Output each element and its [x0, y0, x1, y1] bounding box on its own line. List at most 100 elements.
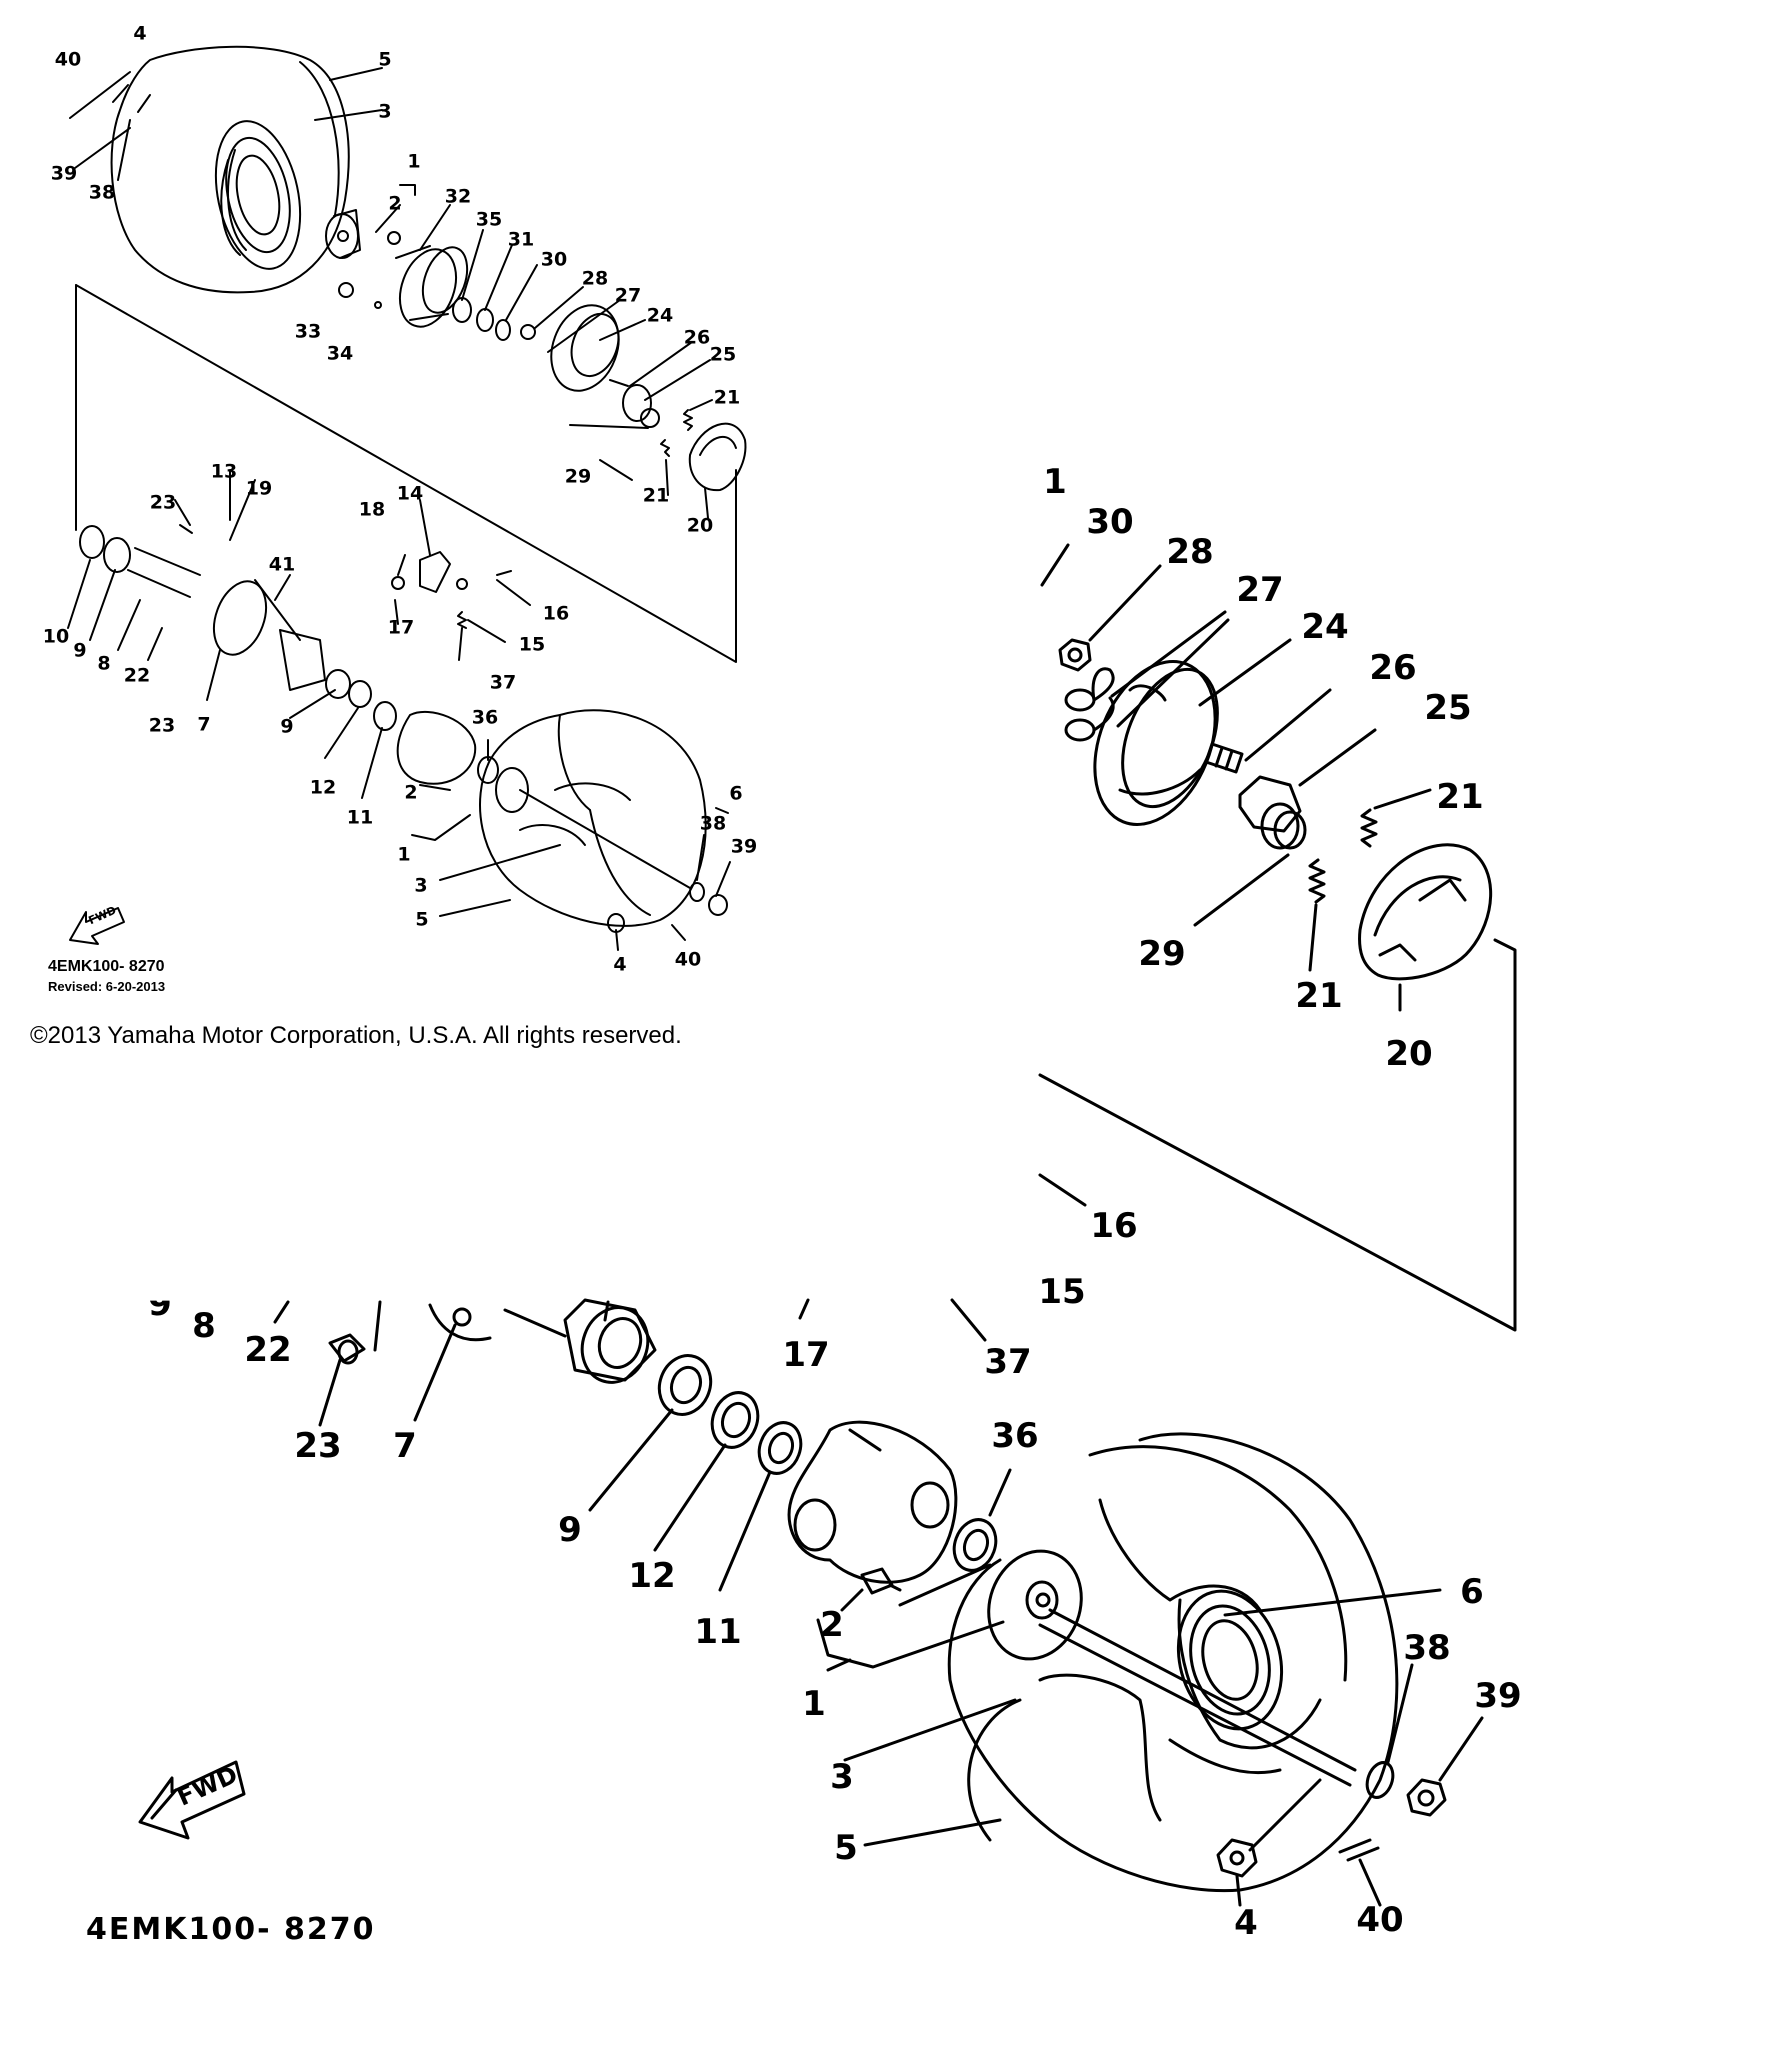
callout-label: 6 [729, 782, 743, 805]
callout-label: 39 [730, 835, 758, 858]
callout-label: 5 [415, 908, 429, 931]
callout-label: 5 [834, 1828, 858, 1868]
callout-label: 3 [830, 1757, 854, 1797]
overview-tire-top [110, 45, 350, 294]
callout-label: 17 [387, 616, 415, 639]
part-code-small: 4EMK100- 8270 [48, 958, 165, 975]
callout-label: 21 [1295, 976, 1343, 1016]
callout-label: 9 [73, 639, 87, 662]
callout-label: 2 [388, 192, 402, 215]
callout-label: 29 [1138, 934, 1186, 974]
callout-label: 28 [1166, 532, 1214, 572]
callout-label: 10 [42, 625, 70, 648]
callout-label: 40 [674, 948, 702, 971]
callout-label: 20 [1385, 1034, 1433, 1074]
callout-label: 20 [686, 514, 714, 537]
callout-label: 38 [1403, 1628, 1451, 1668]
callout-label: 9 [558, 1510, 582, 1550]
callout-label: 1 [397, 843, 411, 866]
callout-label: 22 [123, 664, 151, 687]
callout-label: 25 [709, 343, 737, 366]
callout-label: 32 [444, 185, 472, 208]
callout-label: 37 [489, 671, 517, 694]
callout-label: 11 [694, 1612, 742, 1652]
callout-label: 35 [475, 208, 503, 231]
overview-drawing [67, 45, 747, 951]
callout-label: 15 [1038, 1272, 1086, 1312]
callout-label: 27 [614, 284, 642, 307]
callout-label: 16 [542, 602, 570, 625]
callout-label: 23 [149, 491, 177, 514]
callout-label: 16 [1090, 1206, 1138, 1246]
callout-label: 6 [1460, 1572, 1484, 1612]
callout-label: 27 [1236, 570, 1284, 610]
callout-label: 36 [471, 706, 499, 729]
callout-label: 38 [699, 812, 727, 835]
callout-label: 23 [294, 1426, 342, 1466]
callout-label: 3 [378, 100, 392, 123]
callout-label: 26 [1369, 648, 1417, 688]
overview-hub-top [325, 209, 361, 259]
callout-label: 1 [802, 1684, 826, 1724]
callout-label: 21 [642, 484, 670, 507]
callout-label: 30 [1086, 502, 1134, 542]
overview-tire-bottom [479, 709, 707, 927]
callout-label: 22 [244, 1330, 292, 1370]
copyright-notice: ©2013 Yamaha Motor Corporation, U.S.A. A… [30, 1022, 682, 1049]
fwd-arrow-small [69, 907, 125, 945]
callout-label: 3 [414, 874, 428, 897]
callout-label: 8 [192, 1306, 216, 1346]
callout-label: 21 [713, 386, 741, 409]
callout-label: 7 [393, 1426, 417, 1466]
callout-label: 28 [581, 267, 609, 290]
callout-label: 26 [683, 326, 711, 349]
callout-label: 12 [309, 776, 337, 799]
callout-label: 24 [1301, 607, 1349, 647]
callout-label: 31 [507, 228, 535, 251]
overview-brake-drum-top [395, 245, 469, 328]
callout-label: 7 [197, 713, 211, 736]
callout-label: 37 [984, 1342, 1032, 1382]
callout-label: 1 [407, 150, 421, 173]
callout-label: 18 [358, 498, 386, 521]
detail-drawing-lower [273, 1298, 1484, 1907]
part-code-large: 4EMK100- 8270 [86, 1912, 376, 1947]
callout-label: 39 [1474, 1676, 1522, 1716]
callout-label: 13 [210, 460, 238, 483]
callout-label: 4 [133, 22, 147, 45]
callout-label: 40 [54, 48, 82, 71]
callout-label: 29 [564, 465, 592, 488]
callout-label: 12 [628, 1556, 676, 1596]
callout-label: 1 [1043, 462, 1067, 502]
callout-label: 2 [820, 1605, 844, 1645]
callout-label: 41 [268, 553, 296, 576]
callout-label: 2 [404, 781, 418, 804]
callout-label: 30 [540, 248, 568, 271]
callout-label: 4 [1234, 1903, 1258, 1943]
callout-label-partial: 9 [148, 1284, 172, 1324]
callout-label: 25 [1424, 688, 1472, 728]
callout-label: 34 [326, 342, 354, 365]
callout-label: 36 [991, 1416, 1039, 1456]
callout-label: 17 [782, 1335, 830, 1375]
callout-label: 24 [646, 304, 674, 327]
callout-label: 38 [88, 181, 116, 204]
callout-label: 19 [245, 477, 273, 500]
callout-label: 23 [148, 714, 176, 737]
revised-date: Revised: 6-20-2013 [48, 979, 166, 994]
callout-label: 14 [396, 482, 424, 505]
callout-label: 39 [50, 162, 78, 185]
detail-drawing-upper [1038, 543, 1517, 1332]
callout-label: 5 [378, 48, 392, 71]
callout-label: 8 [97, 652, 111, 675]
callout-label: 9 [280, 715, 294, 738]
callout-label: 21 [1436, 777, 1484, 817]
callout-label: 4 [613, 953, 627, 976]
callout-label: 33 [294, 320, 322, 343]
callout-label: 40 [1356, 1900, 1404, 1940]
fwd-arrow-large [138, 1760, 246, 1840]
callout-label: 15 [518, 633, 546, 656]
callout-label: 11 [346, 806, 374, 829]
